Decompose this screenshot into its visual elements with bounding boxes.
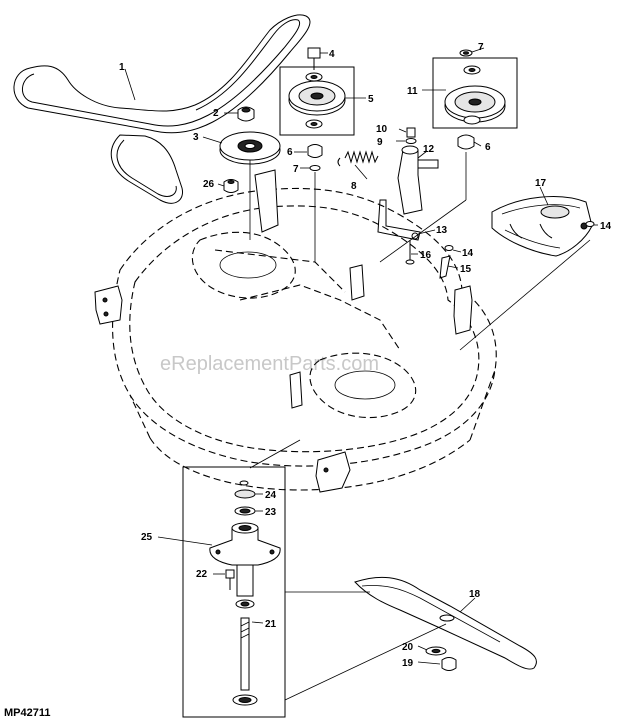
spring [337,150,379,167]
callout-7a: 7 [293,164,299,175]
nut [223,179,239,193]
idler-pulley-box [279,66,355,136]
callout-18: 18 [469,589,481,600]
drive-sheave [219,131,281,165]
callout-9: 9 [377,137,383,148]
callout-15: 15 [460,264,472,275]
leader-line [379,199,467,263]
bushing [307,144,323,262]
callout-24: 24 [265,490,277,501]
diagram-code: MP42711 [4,707,50,719]
watermark: eReplacementParts.com [160,353,379,375]
callout-23: 23 [265,507,277,518]
idler-arm [397,127,439,215]
callout-2: 2 [213,108,219,119]
bolt [405,240,415,265]
nut [441,657,457,671]
callout-6b: 6 [485,142,491,153]
callout-8: 8 [351,181,357,192]
pulley-icon [288,72,346,129]
washer [425,646,447,656]
callout-26: 26 [203,179,215,190]
leader-line [249,439,301,469]
callout-14a: 14 [462,248,474,259]
bolt [307,47,321,70]
callout-3: 3 [193,132,199,143]
bracket [377,199,421,241]
callout-19: 19 [402,658,414,669]
callout-10: 10 [376,124,388,135]
callout-16: 16 [420,250,432,261]
callout-11: 11 [407,86,418,97]
callout-leaders [124,47,598,665]
belt-icon [13,14,311,204]
callout-20: 20 [402,642,414,653]
belt-shield-icon [491,196,595,257]
nut [444,245,454,251]
leader-line [284,623,447,701]
leader-line [459,239,591,351]
blade-icon [354,576,537,670]
callout-6a: 6 [287,147,293,158]
callout-7b: 7 [478,42,484,53]
callout-17: 17 [535,178,547,189]
callout-25: 25 [141,532,153,543]
callout-4: 4 [329,49,335,60]
spindle-icon [209,480,281,706]
callout-numbers: 1 2 3 4 5 6 6 7 7 8 9 10 11 12 13 14 14 … [119,42,612,669]
pulley-icon [444,65,506,125]
callout-14b: 14 [600,221,612,232]
callout-5: 5 [368,94,374,105]
mower-deck-icon [94,169,497,493]
callout-12: 12 [423,144,435,155]
nut [459,49,473,57]
bushing [457,134,475,200]
callout-22: 22 [196,569,208,580]
rod [439,255,451,279]
nut [237,106,255,122]
callout-1: 1 [119,62,125,73]
idler-pulley-box-2 [432,57,518,129]
callout-13: 13 [436,225,448,236]
callout-21: 21 [265,619,277,630]
spindle-assembly-box [182,466,286,718]
